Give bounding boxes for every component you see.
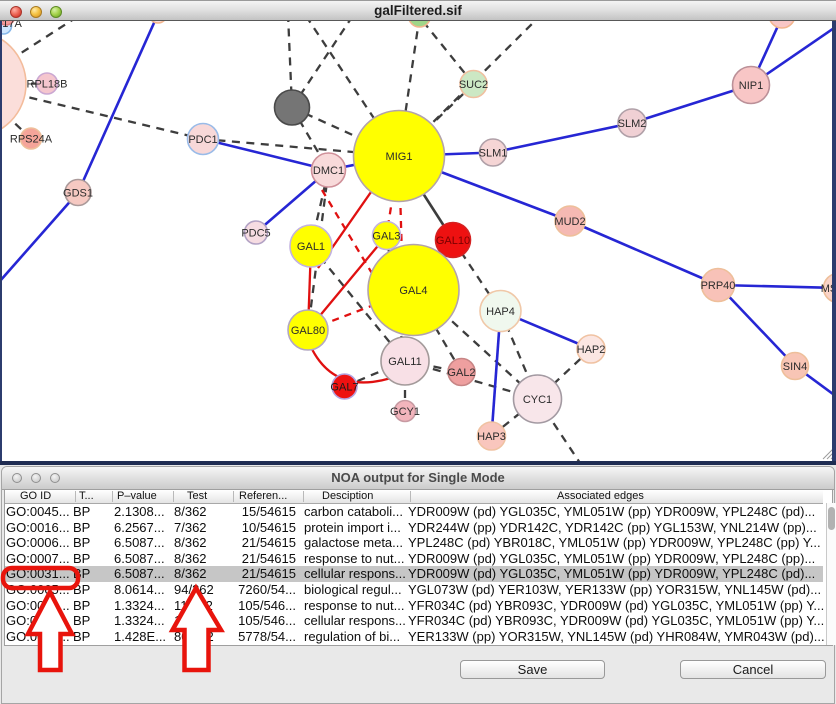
svg-text:RPS24A: RPS24A: [10, 134, 53, 146]
svg-text:DMC1: DMC1: [313, 165, 344, 177]
svg-text:PDC5: PDC5: [241, 228, 270, 240]
svg-text:GAL10: GAL10: [436, 235, 470, 247]
svg-text:MUD2: MUD2: [554, 216, 585, 228]
svg-text:SLM1: SLM1: [479, 148, 508, 160]
svg-text:PRP40: PRP40: [701, 280, 736, 292]
svg-text:HAP3: HAP3: [477, 431, 506, 443]
svg-text:MIG1: MIG1: [386, 151, 413, 163]
svg-text:SIN4: SIN4: [783, 361, 807, 373]
svg-text:GCY1: GCY1: [390, 406, 420, 418]
svg-text:GAL1: GAL1: [297, 241, 325, 253]
svg-text:GAL11: GAL11: [388, 356, 421, 368]
svg-text:HAP2: HAP2: [577, 344, 606, 356]
svg-text:SLM2: SLM2: [618, 118, 647, 130]
svg-text:GDS1: GDS1: [63, 188, 93, 200]
svg-text:17A: 17A: [2, 21, 22, 30]
svg-text:GAL2: GAL2: [447, 367, 475, 379]
svg-text:RPL18B: RPL18B: [27, 79, 68, 91]
svg-text:GAL3: GAL3: [372, 231, 400, 243]
svg-text:PDC1: PDC1: [188, 134, 217, 146]
svg-text:CYC1: CYC1: [523, 394, 552, 406]
svg-text:GAL80: GAL80: [291, 325, 325, 337]
svg-text:GAL7: GAL7: [330, 382, 358, 394]
svg-text:SUC2: SUC2: [459, 79, 488, 91]
svg-text:GAL4: GAL4: [399, 285, 427, 297]
svg-text:NIP1: NIP1: [739, 80, 763, 92]
svg-text:HAP4: HAP4: [486, 306, 515, 318]
